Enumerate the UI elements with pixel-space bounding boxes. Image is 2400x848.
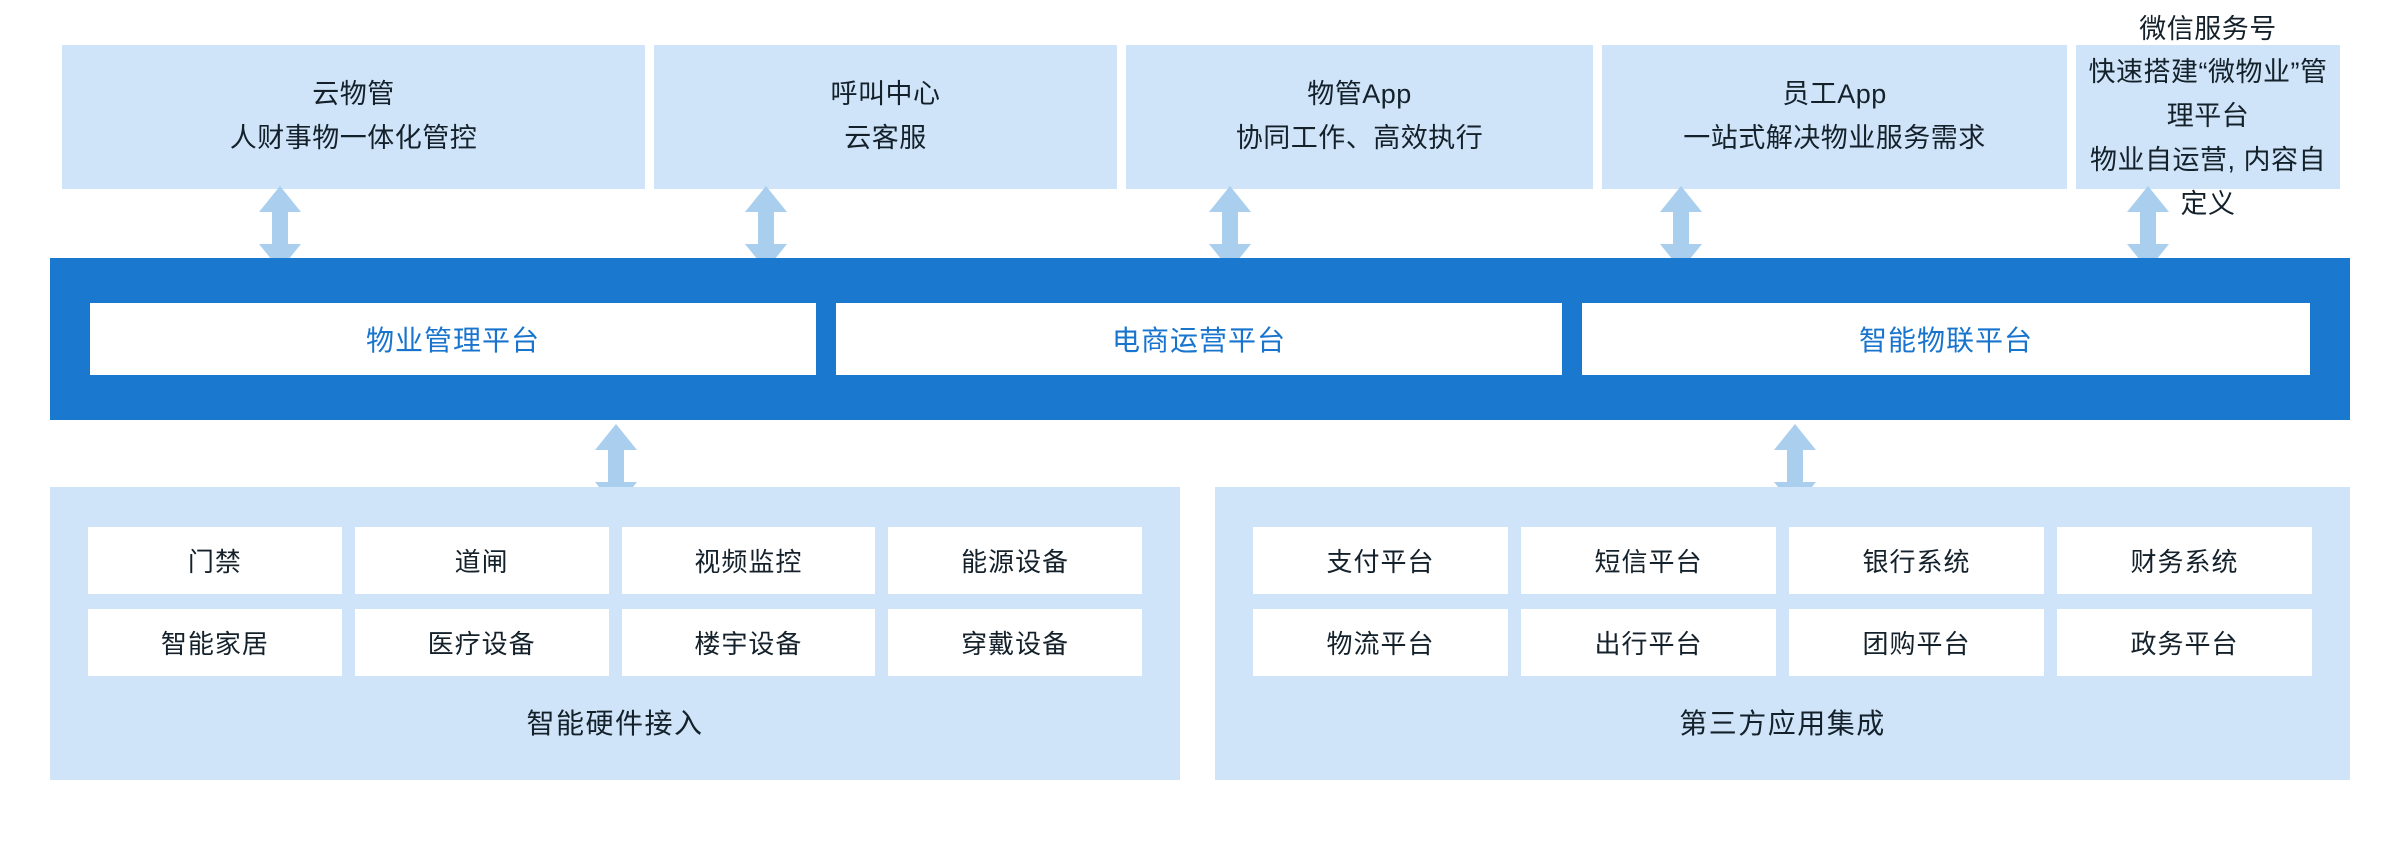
channel-title: 云物管 [312,79,395,110]
channel-box-row: 云物管 人财事物一体化管控 呼叫中心 云客服 物管App 协同工作、高效执行 员… [62,14,2340,219]
tile-logistics-platform[interactable]: 物流平台 [1253,609,1508,676]
channel-subtitle: 云客服 [844,123,927,153]
channel-subtitle: 协同工作、高效执行 [1235,123,1484,153]
channel-title: 微信服务号 [2139,13,2277,44]
channel-subtitle: 快速搭建“微物业”管理平台 [2088,57,2328,132]
tile-barrier-gate[interactable]: 道闸 [354,527,609,594]
core-platform-list: 物业管理平台 电商运营平台 智能物联平台 [90,303,2310,375]
thirdparty-tile-grid: 支付平台 短信平台 银行系统 财务系统 物流平台 出行平台 团购平台 政务平台 [1253,527,2312,676]
double-arrow-icon [1658,186,1704,270]
tile-bank-system[interactable]: 银行系统 [1789,527,2044,594]
channel-title: 呼叫中心 [830,79,941,110]
tile-travel-platform[interactable]: 出行平台 [1521,609,1776,676]
tile-smart-home[interactable]: 智能家居 [88,609,342,676]
channel-subtitle: 人财事物一体化管控 [229,123,478,153]
hardware-tile-grid: 门禁 道闸 视频监控 能源设备 智能家居 医疗设备 楼宇设备 穿戴设备 [88,527,1142,676]
channel-title: 员工App [1782,79,1887,110]
tile-payment-platform[interactable]: 支付平台 [1253,527,1508,594]
platform-box-property-management[interactable]: 物业管理平台 [90,303,816,375]
panel-caption-third-party: 第三方应用集成 [1679,708,1886,739]
double-arrow-icon [257,186,303,270]
platform-box-ecommerce-operation[interactable]: 电商运营平台 [836,303,1562,375]
tile-access-control[interactable]: 门禁 [88,527,342,594]
tile-medical-equipment[interactable]: 医疗设备 [354,609,609,676]
tile-sms-platform[interactable]: 短信平台 [1521,527,1776,594]
channel-box-wechat-service[interactable]: 微信服务号 快速搭建“微物业”管理平台 物业自运营, 内容自定义 [2076,14,2340,219]
channel-box-property-app[interactable]: 物管App 协同工作、高效执行 [1126,45,1593,189]
panel-third-party-integration: 支付平台 短信平台 银行系统 财务系统 物流平台 出行平台 团购平台 政务平台 … [1215,487,2350,780]
core-platform-band: 物业管理平台 电商运营平台 智能物联平台 [50,258,2350,420]
channel-subtitle: 一站式解决物业服务需求 [1683,123,1986,153]
tile-building-equipment[interactable]: 楼宇设备 [621,609,876,676]
platform-box-smart-iot[interactable]: 智能物联平台 [1582,303,2310,375]
channel-box-call-center[interactable]: 呼叫中心 云客服 [654,45,1117,189]
platform-label: 智能物联平台 [1858,325,2033,356]
platform-label: 电商运营平台 [1111,325,1286,356]
tile-wearable-equipment[interactable]: 穿戴设备 [888,609,1142,676]
double-arrow-icon [743,186,789,270]
channel-box-cloud-property[interactable]: 云物管 人财事物一体化管控 [62,45,645,189]
panel-smart-hardware-access: 门禁 道闸 视频监控 能源设备 智能家居 医疗设备 楼宇设备 穿戴设备 智能硬件… [50,487,1180,780]
tile-energy-equipment[interactable]: 能源设备 [888,527,1142,594]
platform-label: 物业管理平台 [365,325,540,356]
tile-government-platform[interactable]: 政务平台 [2057,609,2312,676]
tile-video-surveillance[interactable]: 视频监控 [621,527,876,594]
channel-box-staff-app[interactable]: 员工App 一站式解决物业服务需求 [1602,45,2067,189]
channel-subtitle-secondary: 物业自运营, 内容自定义 [2089,144,2326,219]
tile-group-buy-platform[interactable]: 团购平台 [1789,609,2044,676]
panel-caption-smart-hardware: 智能硬件接入 [526,708,704,739]
channel-title: 物管App [1307,79,1412,110]
double-arrow-icon [1207,186,1253,270]
double-arrow-icon [2125,186,2171,270]
tile-finance-system[interactable]: 财务系统 [2057,527,2312,594]
